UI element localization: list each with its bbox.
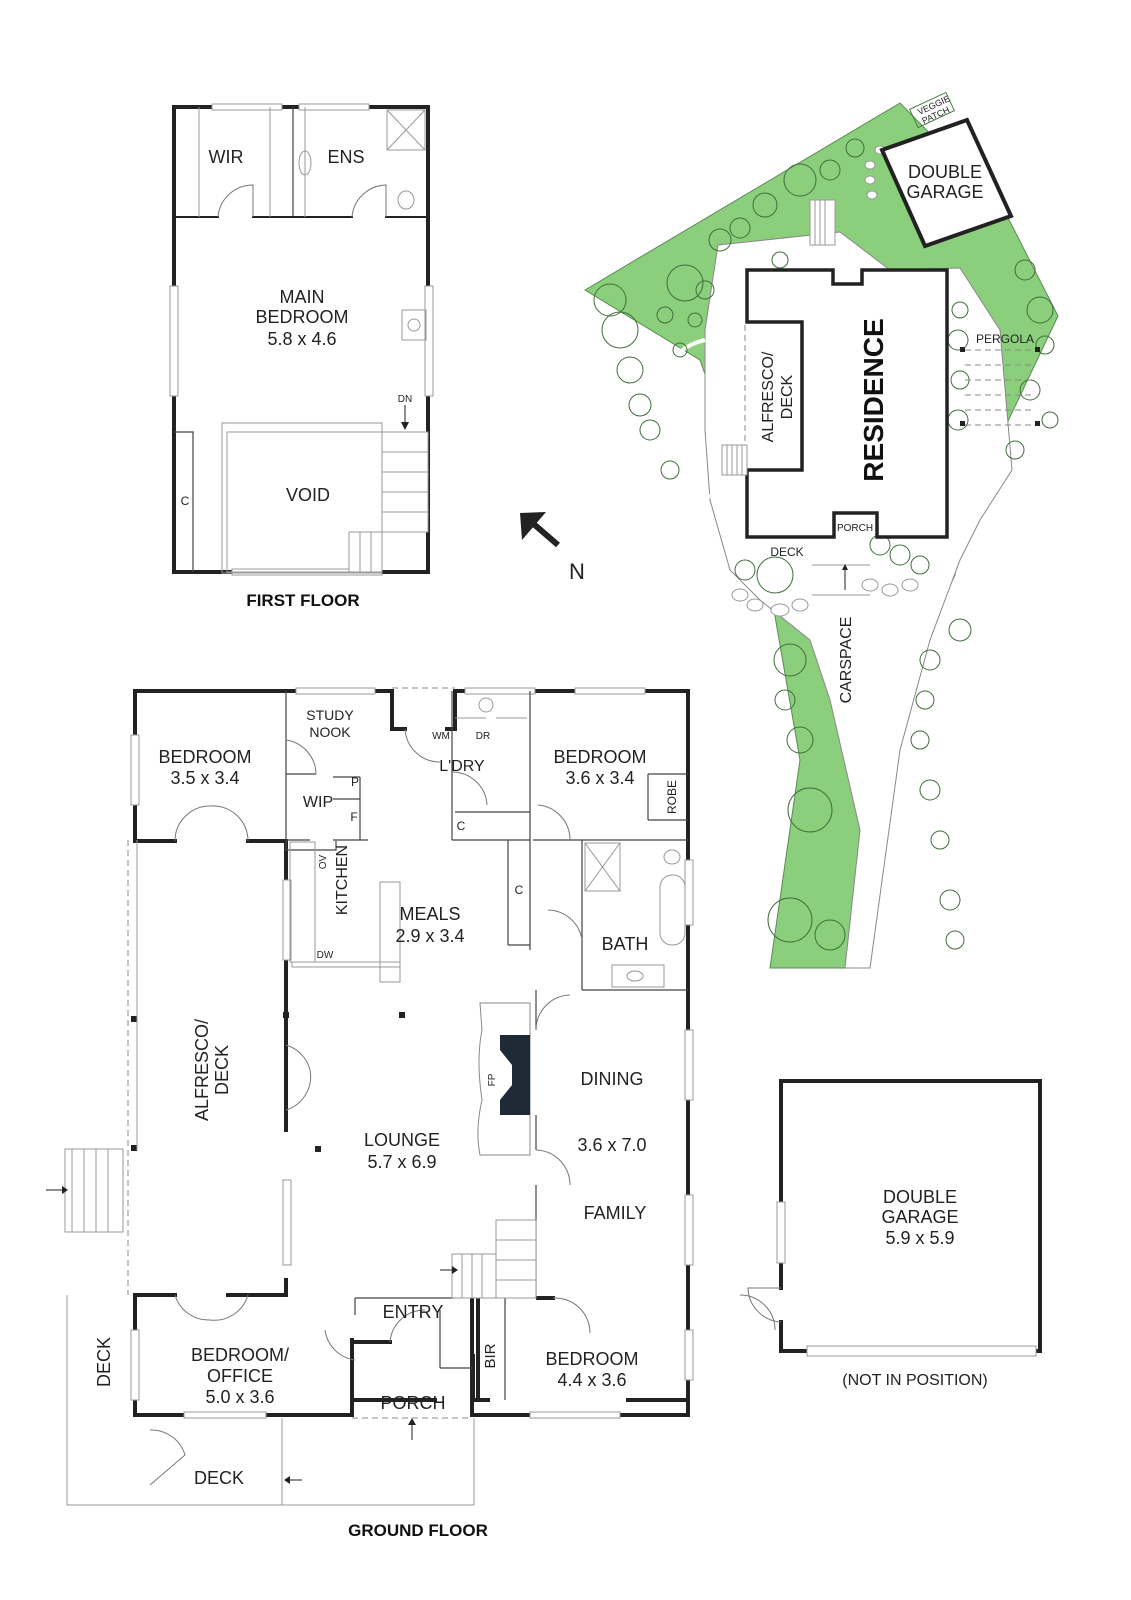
meals-cupboard-label: C xyxy=(515,883,524,897)
pantry-label: P xyxy=(351,775,359,789)
room-dims-bedroom-ne: 3.6 x 3.4 xyxy=(565,768,634,788)
room-label-bath: BATH xyxy=(602,934,649,954)
room-label-bedroom-se: BEDROOM xyxy=(545,1349,638,1369)
site-label-residence: RESIDENCE xyxy=(858,318,889,481)
site-label-carspace: CARSPACE xyxy=(838,617,855,704)
room-label-entry: ENTRY xyxy=(383,1302,444,1322)
dr-label: DR xyxy=(476,731,490,742)
site-label-garage-1: DOUBLE xyxy=(908,162,982,182)
site-plan xyxy=(584,91,1059,969)
deck-front-label: DECK xyxy=(194,1468,244,1488)
first-floor-title: FIRST FLOOR xyxy=(246,591,359,610)
entry-arrow-icon xyxy=(62,1186,68,1194)
site-label-porch: PORCH xyxy=(837,523,873,534)
deck-side-label: DECK xyxy=(94,1337,114,1387)
room-label-bedroom-nw: BEDROOM xyxy=(158,747,251,767)
first-floor-plan xyxy=(169,103,434,576)
room-label-family: FAMILY xyxy=(584,1203,647,1223)
ground-floor-title: GROUND FLOOR xyxy=(348,1521,488,1540)
dishwasher-label: DW xyxy=(317,950,334,961)
room-label-lounge: LOUNGE xyxy=(364,1130,440,1150)
room-label-kitchen: KITCHEN xyxy=(334,845,351,915)
room-label-meals: MEALS xyxy=(399,904,460,924)
garage-dims: 5.9 x 5.9 xyxy=(885,1228,954,1248)
room-label-bir: BIR xyxy=(482,1343,499,1368)
room-label-study-1: STUDY xyxy=(306,707,354,723)
room-dims-lounge: 5.7 x 6.9 xyxy=(367,1152,436,1172)
robe-label: ROBE xyxy=(665,780,679,814)
oven-label: OV xyxy=(318,854,329,869)
wm-label: WM xyxy=(432,731,450,742)
room-label-alfresco-1: ALFRESCO/ xyxy=(192,1019,212,1121)
north-arrow-icon xyxy=(520,512,560,548)
site-label-alfresco-1: ALFRESCO/ xyxy=(760,351,777,442)
garage-plan xyxy=(747,1079,1042,1357)
site-label-alfresco-2: DECK xyxy=(779,374,796,419)
room-dims-bedroom-nw: 3.5 x 3.4 xyxy=(170,768,239,788)
room-label-ens: ENS xyxy=(327,147,364,167)
room-label-cupboard: C xyxy=(181,494,190,508)
fridge-label: F xyxy=(350,810,357,824)
down-arrow-icon xyxy=(401,422,409,430)
room-label-office-1: BEDROOM/ xyxy=(191,1345,289,1365)
room-label-laundry: L'DRY xyxy=(439,758,485,775)
room-label-bedroom-ne: BEDROOM xyxy=(553,747,646,767)
garage-note: (NOT IN POSITION) xyxy=(842,1372,987,1389)
room-label-alfresco-2: DECK xyxy=(212,1045,232,1095)
room-label-wip: WIP xyxy=(303,794,333,811)
site-label-garage-2: GARAGE xyxy=(906,182,983,202)
room-dims-meals: 2.9 x 3.4 xyxy=(395,926,464,946)
room-dims-dining: 3.6 x 7.0 xyxy=(577,1135,646,1155)
room-label-dining: DINING xyxy=(581,1069,644,1089)
room-label-porch: PORCH xyxy=(380,1393,445,1413)
room-label-study-2: NOOK xyxy=(309,724,351,740)
room-label-office-2: OFFICE xyxy=(207,1366,273,1386)
fireplace-label: FP xyxy=(487,1073,498,1086)
room-dims-main-bedroom: 5.8 x 4.6 xyxy=(267,329,336,349)
room-dims-office: 5.0 x 3.6 xyxy=(205,1387,274,1407)
room-dims-bedroom-se: 4.4 x 3.6 xyxy=(557,1370,626,1390)
garage-label-2: GARAGE xyxy=(881,1207,958,1227)
laundry-cupboard-label: C xyxy=(457,819,466,833)
site-label-pergola: PERGOLA xyxy=(976,332,1034,346)
compass-label: N xyxy=(569,559,585,584)
room-label-main-bedroom-2: BEDROOM xyxy=(255,307,348,327)
garage-label-1: DOUBLE xyxy=(883,1187,957,1207)
stair-label-dn: DN xyxy=(398,394,412,405)
room-label-void: VOID xyxy=(286,485,330,505)
ground-floor-plan xyxy=(46,687,776,1506)
room-label-main-bedroom-1: MAIN xyxy=(280,287,325,307)
room-label-wir: WIR xyxy=(209,147,244,167)
site-label-deck: DECK xyxy=(770,545,803,559)
